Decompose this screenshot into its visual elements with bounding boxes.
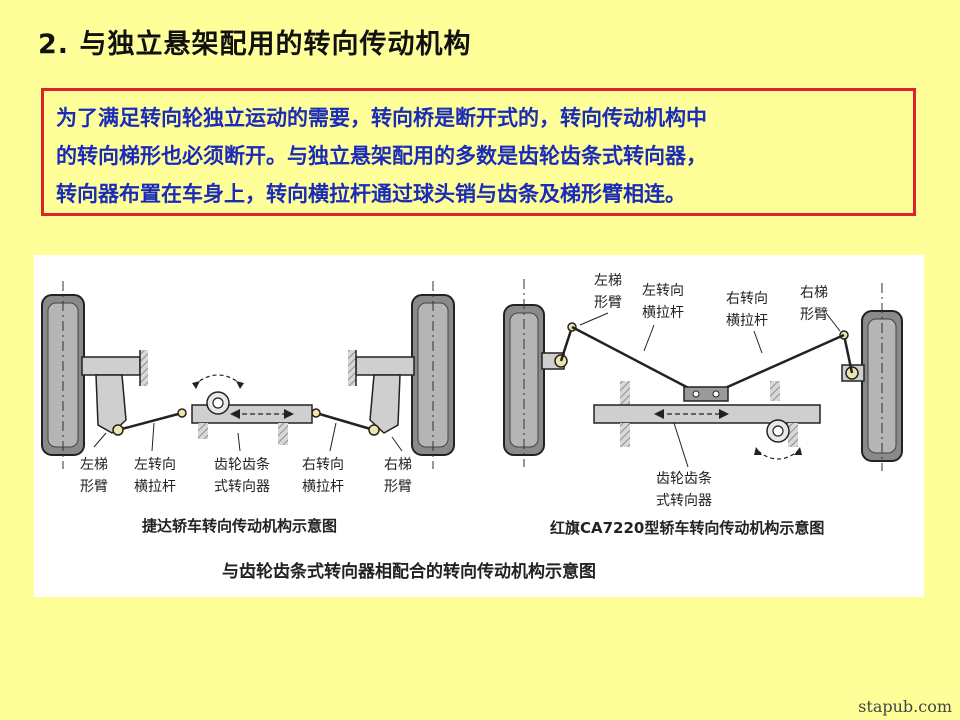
intro-line-3: 转向器布置在车身上，转向横拉杆通过球头销与齿条及梯形臂相连。 bbox=[56, 182, 686, 206]
site-watermark: stapub.com bbox=[858, 697, 952, 716]
intro-box: 为了满足转向轮独立运动的需要，转向桥是断开式的，转向传动机构中 的转向梯形也必须… bbox=[41, 88, 916, 216]
hongqi-caption: 红旗CA7220型轿车转向传动机构示意图 bbox=[550, 519, 824, 537]
hongqi-diagram: 左梯 形臂 左转向 横拉杆 右转向 横拉杆 右梯 形臂 齿轮齿条 式转向器 红旗… bbox=[503, 273, 903, 537]
hongqi-left-tie-rod bbox=[571, 325, 699, 395]
jetta-caption: 捷达轿车转向传动机构示意图 bbox=[142, 517, 337, 535]
hongqi-left-arm-label-1: 左梯 bbox=[594, 273, 622, 289]
steering-diagram-figure: 左梯 形臂 左转向 横拉杆 齿轮齿条 式转向器 右转向 横拉杆 右梯 形臂 捷达… bbox=[34, 255, 924, 597]
jetta-right-arm-label-2: 形臂 bbox=[384, 479, 412, 495]
intro-line-1: 为了满足转向轮独立运动的需要，转向桥是断开式的，转向传动机构中 bbox=[56, 106, 707, 130]
jetta-left-arm-label-2: 形臂 bbox=[80, 479, 108, 495]
hongqi-gear-label-2: 式转向器 bbox=[656, 493, 712, 509]
hongqi-right-tie-rod-label-1: 右转向 bbox=[726, 291, 768, 307]
hongqi-right-arm-label-2: 形臂 bbox=[800, 307, 828, 323]
hongqi-right-tie-rod bbox=[713, 333, 845, 395]
jetta-left-arm-label-1: 左梯 bbox=[80, 457, 108, 473]
hongqi-right-arm-label-1: 右梯 bbox=[800, 285, 828, 301]
hongqi-left-tie-rod-label-1: 左转向 bbox=[642, 283, 684, 299]
hongqi-gear-label-1: 齿轮齿条 bbox=[656, 470, 712, 487]
jetta-right-tie-rod-label-2: 横拉杆 bbox=[302, 479, 344, 495]
jetta-right-tie-rod-label-1: 右转向 bbox=[302, 457, 344, 473]
jetta-left-tie-rod bbox=[117, 411, 183, 432]
steering-diagram: 左梯 形臂 左转向 横拉杆 齿轮齿条 式转向器 右转向 横拉杆 右梯 形臂 捷达… bbox=[41, 273, 903, 582]
jetta-gear-label-1: 齿轮齿条 bbox=[214, 456, 270, 473]
jetta-gear-label-2: 式转向器 bbox=[214, 479, 270, 495]
jetta-right-arm-label-1: 右梯 bbox=[384, 457, 412, 473]
jetta-diagram: 左梯 形臂 左转向 横拉杆 齿轮齿条 式转向器 右转向 横拉杆 右梯 形臂 捷达… bbox=[41, 281, 455, 535]
hongqi-left-tie-rod-label-2: 横拉杆 bbox=[642, 305, 684, 321]
slide-title: 2. 与独立悬架配用的转向传动机构 bbox=[38, 29, 472, 60]
jetta-left-tie-rod-label-1: 左转向 bbox=[134, 457, 176, 473]
intro-line-2: 的转向梯形也必须断开。与独立悬架配用的多数是齿轮齿条式转向器， bbox=[56, 144, 707, 168]
hongqi-right-tie-rod-label-2: 横拉杆 bbox=[726, 313, 768, 329]
jetta-left-tie-rod-label-2: 横拉杆 bbox=[134, 479, 176, 495]
hongqi-left-arm-label-2: 形臂 bbox=[594, 295, 622, 311]
figure-main-caption: 与齿轮齿条式转向器相配合的转向传动机构示意图 bbox=[222, 561, 596, 582]
jetta-right-tie-rod bbox=[315, 411, 375, 432]
